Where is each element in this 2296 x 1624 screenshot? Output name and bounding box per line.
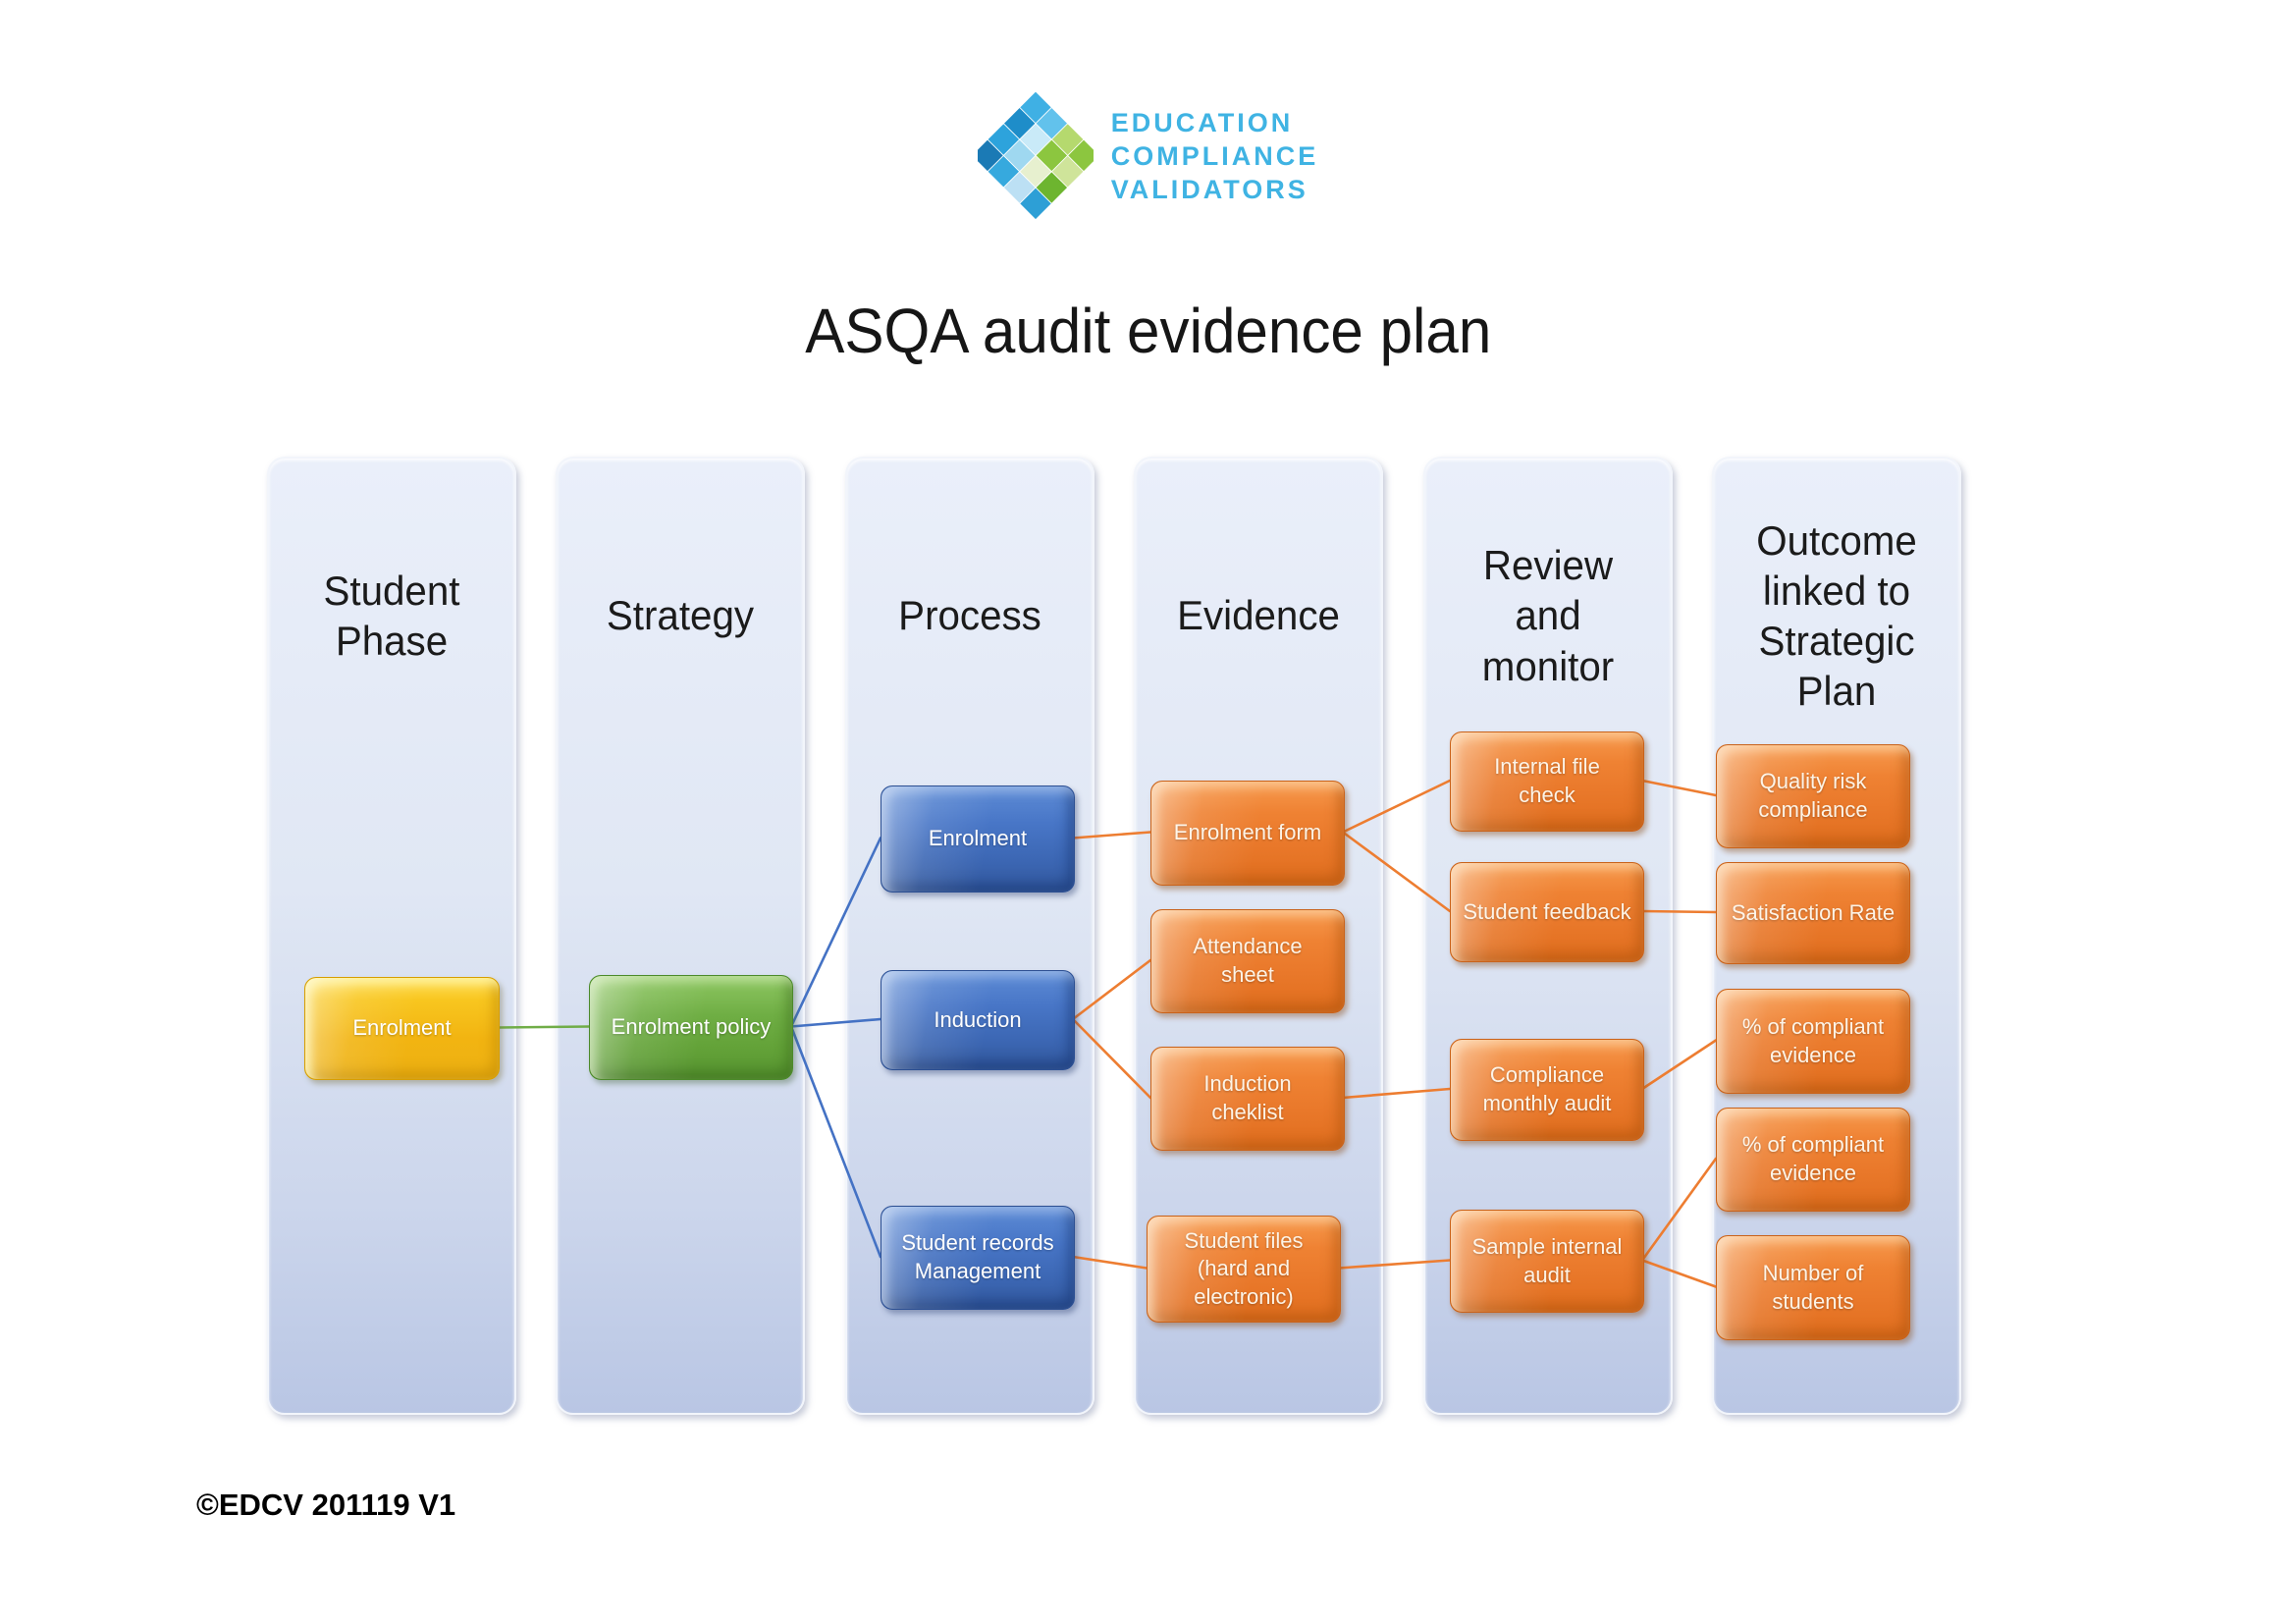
logo-diamond-icon [977,91,1094,220]
title-wrap: ASQA audit evidence plan [0,295,2296,367]
logo: EDUCATION COMPLIANCE VALIDATORS [0,86,2296,226]
footer-version-text: ©EDCV 201119 V1 [196,1488,456,1522]
node-induction-cheklist: Induction cheklist [1150,1047,1345,1151]
node-label: Internal file check [1494,754,1600,807]
node-label: Enrolment [928,826,1028,851]
node-internal-file-check: Internal file check [1450,731,1644,832]
node-induction: Induction [881,970,1075,1070]
logo-line: VALIDATORS [1110,175,1308,204]
node-label: % of compliant evidence [1741,1013,1885,1067]
page-title: ASQA audit evidence plan [804,296,1492,366]
column-header: Outcome linked to Strategic Plan [1756,516,1917,715]
column-student-phase: Student Phase [267,457,516,1415]
node-enrolment-form: Enrolment form [1150,781,1345,886]
node-label: Attendance sheet [1193,934,1303,987]
column-header: Process [898,592,1041,639]
node-student-feedback: Student feedback [1450,862,1644,962]
column-header: Review and monitor [1481,542,1615,689]
node-attendance-sheet: Attendance sheet [1150,909,1345,1013]
node-pct-compliant-evidence-1: % of compliant evidence [1716,989,1910,1094]
node-label: Enrolment policy [611,1014,772,1040]
node-label: Sample internal audit [1471,1233,1623,1287]
node-label: Number of students [1762,1260,1864,1314]
column-header: Strategy [606,592,755,639]
logo-line: EDUCATION [1110,107,1294,137]
node-label: % of compliant evidence [1741,1132,1885,1185]
logo-line: COMPLIANCE [1110,140,1319,171]
node-label: Compliance monthly audit [1482,1062,1612,1115]
column-header: Student Phase [323,567,460,664]
node-process-enrolment: Enrolment [881,785,1075,893]
node-enrolment-phase: Enrolment [304,977,500,1080]
node-student-records: Student records Management [881,1206,1075,1310]
node-label: Student feedback [1463,898,1631,924]
node-label: Enrolment form [1173,820,1322,845]
column-strategy: Strategy [556,457,805,1415]
node-label: Induction [934,1006,1022,1032]
node-compliance-monthly-audit: Compliance monthly audit [1450,1039,1644,1141]
node-label: Student records Management [901,1230,1054,1283]
node-satisfaction-rate: Satisfaction Rate [1716,862,1910,964]
node-sample-internal-audit: Sample internal audit [1450,1210,1644,1313]
node-quality-risk-compliance: Quality risk compliance [1716,744,1910,848]
column-header: Evidence [1177,592,1340,639]
node-pct-compliant-evidence-2: % of compliant evidence [1716,1108,1910,1212]
node-label: Satisfaction Rate [1731,899,1896,925]
node-label: Enrolment [352,1015,452,1041]
node-enrolment-policy: Enrolment policy [589,975,793,1080]
node-label: Quality risk compliance [1758,769,1868,822]
node-label: Student files (hard and electronic) [1184,1227,1304,1309]
node-label: Induction cheklist [1203,1071,1292,1124]
node-student-files: Student files (hard and electronic) [1147,1216,1341,1323]
logo-wordmark: EDUCATION COMPLIANCE VALIDATORS [1111,86,1319,226]
node-number-of-students: Number of students [1716,1235,1910,1340]
